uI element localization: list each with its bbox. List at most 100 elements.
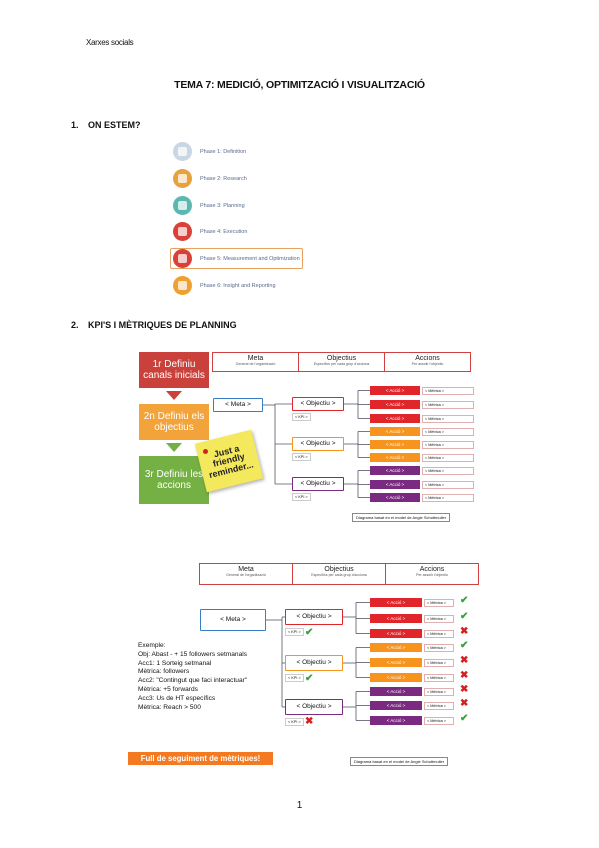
cross-mark-icon: ✖ [460, 655, 469, 666]
section-title: KPI'S I MÈTRIQUES DE PLANNING [88, 320, 237, 330]
check-mark-icon: ✔ [460, 640, 469, 651]
header-subtitle: Específics per cada grup d'acciona [311, 573, 367, 577]
metric-box: < Mètrica > [424, 701, 454, 710]
metric-box: < Mètrica > [422, 493, 474, 502]
action-box: < Acció > [370, 629, 422, 638]
metric-box: < Mètrica > [422, 480, 474, 489]
section-number: 1. [71, 120, 79, 130]
action-box: < Acció > [370, 440, 420, 449]
header-title: Objectius [324, 566, 354, 573]
header-title: Objectius [326, 355, 357, 362]
action-box: < Acció > [370, 427, 420, 436]
cross-mark-icon: ✖ [460, 684, 469, 695]
action-box: < Acció > [370, 480, 420, 489]
header-subtitle: Per assolir l'objectiu [416, 573, 448, 577]
header-subtitle: Per assolir l'objectiu [411, 362, 444, 366]
action-box: < Acció > [370, 493, 420, 502]
header-subtitle: Específics per cada grup d'acciona [313, 362, 370, 366]
section-heading-2: 2.KPI'S I MÈTRIQUES DE PLANNING [71, 320, 237, 330]
metric-box: < Mètrica > [422, 440, 474, 449]
header-note: Xarxes socials [86, 38, 134, 47]
action-box: < Acció > [370, 400, 420, 409]
step-1-box: 1r Definiu canals inicials [139, 352, 209, 388]
meta-node: < Meta > [200, 609, 266, 631]
target-icon [173, 222, 192, 241]
step-3-box: 3r Definiu les accions [139, 456, 209, 504]
cross-mark-icon: ✖ [460, 626, 469, 637]
phase-label: Phase 5: Measurement and Optimization [200, 255, 300, 262]
kpi-label: < KPI > [285, 674, 304, 682]
metric-box: < Mètrica > [424, 716, 454, 725]
example-note: Exemple: Obj: Abast - + 15 followers set… [138, 642, 248, 711]
action-box: < Acció > [370, 687, 422, 696]
cross-mark-icon: ✖ [460, 698, 469, 709]
tracking-banner: Full de seguiment de mètriques! [128, 752, 273, 765]
phase-label: Phase 4: Execution [200, 228, 248, 235]
phase-label: Phase 6: Insight and Reporting [200, 282, 276, 289]
section-title: ON ESTEM? [88, 120, 141, 130]
action-box: < Acció > [370, 716, 422, 725]
step-2-box: 2n Definiu els objectius [139, 404, 209, 440]
step-arrow [166, 443, 182, 452]
page-number: 1 [296, 800, 303, 811]
check-mark-icon: ✔ [305, 673, 314, 684]
document-title: TEMA 7: MEDICIÓ, OPTIMITZACIÓ I VISUALIT… [174, 79, 425, 91]
check-mark-icon: ✔ [305, 627, 314, 638]
kpi-label: < KPI > [292, 493, 311, 501]
metric-box: < Mètrica > [424, 598, 454, 607]
section-heading-1: 1. ON ESTEM? [71, 120, 141, 130]
phase-item: Phase 4: Execution [171, 221, 303, 242]
action-box: < Acció > [370, 466, 420, 475]
cross-mark-icon: ✖ [305, 716, 314, 727]
step-arrow [166, 391, 182, 400]
phase-item: Phase 6: Insight and Reporting [171, 275, 303, 296]
phase-label: Phase 1: Definition [200, 148, 247, 155]
metric-box: < Mètrica > [424, 673, 454, 682]
objective-node: < Objectiu > [285, 699, 343, 715]
action-box: < Acció > [370, 414, 420, 423]
header-title: Accions [415, 355, 440, 362]
phase-item: Phase 2: Research [171, 168, 303, 189]
phase-item: Phase 5: Measurement and Optimization [170, 248, 303, 269]
check-mark-icon: ✔ [460, 713, 469, 724]
action-box: < Acció > [370, 673, 422, 682]
research-icon [173, 169, 192, 188]
header-title: Accions [419, 566, 445, 573]
metric-box: < Mètrica > [424, 643, 454, 652]
phase-label: Phase 2: Research [200, 175, 247, 182]
objective-node: < Objectiu > [285, 655, 343, 671]
pin-icon [203, 449, 208, 454]
action-box: < Acció > [370, 658, 422, 667]
action-box: < Acció > [370, 701, 422, 710]
metric-box: < Mètrica > [424, 687, 454, 696]
kpi-label: < KPI > [292, 413, 311, 421]
document-icon [173, 142, 192, 161]
check-mark-icon: ✔ [460, 611, 469, 622]
action-box: < Acció > [370, 643, 422, 652]
metric-box: < Mètrica > [422, 466, 474, 475]
objective-node: < Objectiu > [292, 397, 344, 411]
phase-item: Phase 3: Planning [171, 195, 303, 216]
metric-box: < Mètrica > [422, 453, 474, 462]
check-mark-icon: ✔ [460, 595, 469, 606]
phase-label: Phase 3: Planning [200, 202, 245, 209]
phase-item: Phase 1: Definition [171, 141, 303, 162]
objective-node: < Objectiu > [292, 437, 344, 451]
meta-node: < Meta > [213, 398, 263, 412]
metric-box: < Mètrica > [422, 386, 474, 395]
calendar-icon [173, 196, 192, 215]
metric-box: < Mètrica > [424, 614, 454, 623]
diagram-caption: Diagrama basat en el model de Angie Scho… [352, 513, 451, 522]
metric-box: < Mètrica > [424, 658, 454, 667]
kpi-label: < KPI > [285, 718, 304, 726]
header-title: Meta [247, 355, 264, 362]
